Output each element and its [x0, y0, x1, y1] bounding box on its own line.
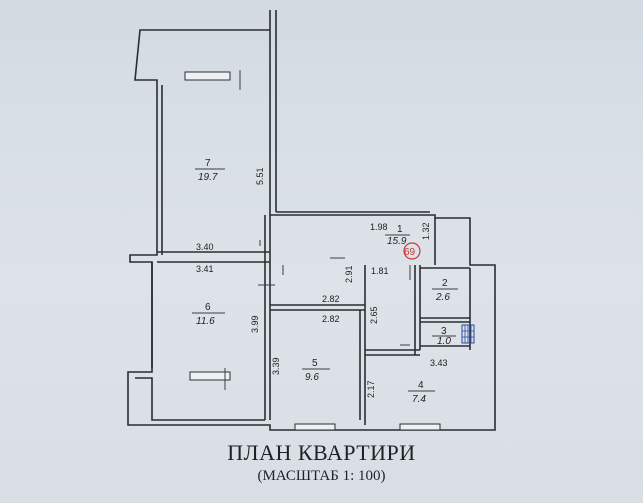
plan-title: ПЛАН КВАРТИРИ — [227, 440, 416, 465]
room-5-area: 9.6 — [305, 372, 319, 383]
room-6-area: 11.6 — [196, 316, 215, 327]
window-room6 — [189, 371, 231, 381]
dim-room6-width: 3.41 — [196, 264, 214, 274]
room-4-area: 7.4 — [412, 394, 426, 405]
room-1-area: 15.9 — [387, 236, 407, 247]
room-7-area: 19.7 — [198, 172, 218, 183]
room-2-number: 2 — [442, 278, 448, 289]
dim-room1-top: 1.98 — [370, 222, 388, 232]
dim-room5-width: 2.82 — [322, 314, 340, 324]
room-3-area: 1.0 — [437, 336, 451, 347]
room-3-number: 3 — [441, 326, 447, 337]
window-room5 — [294, 423, 336, 431]
wall-vertical-left — [264, 215, 271, 420]
plan-scale: (МАСШТАБ 1: 100) — [257, 468, 386, 484]
dim-corridor-height: 2.65 — [369, 306, 379, 324]
outer-wall-inner-line — [135, 10, 277, 421]
wall-7-6 — [157, 251, 270, 263]
dim-room4-height: 2.17 — [366, 380, 376, 398]
hatch-icon — [461, 324, 475, 344]
wall-room4-top — [365, 349, 420, 356]
dim-room7-width: 3.40 — [196, 242, 214, 252]
apartment-number: 69 — [404, 247, 416, 258]
dim-hall-width: 2.82 — [322, 294, 340, 304]
wall-room5-top — [270, 304, 365, 311]
outer-wall — [127, 10, 496, 431]
dim-room1-right: 1.32 — [421, 222, 431, 240]
dim-room7-height: 5.51 — [255, 167, 265, 185]
dim-hall-height: 2.91 — [344, 265, 354, 283]
room-1-number: 1 — [397, 224, 403, 235]
room-7-number: 7 — [205, 158, 211, 169]
room-5-number: 5 — [312, 358, 318, 369]
dim-corridor-width: 1.81 — [371, 266, 389, 276]
wall-room1-right — [434, 218, 471, 350]
window-room4 — [399, 423, 441, 431]
dim-room6-height: 3.99 — [250, 315, 260, 333]
window-room7 — [184, 71, 231, 81]
room-4-number: 4 — [418, 380, 424, 391]
wall-room5-right — [359, 265, 366, 425]
dim-room5-height: 3.39 — [271, 357, 281, 375]
room-2-area: 2.6 — [435, 292, 450, 303]
apartment-number-stamp — [403, 242, 421, 260]
room-6-number: 6 — [205, 302, 211, 313]
dim-room4-width: 3.43 — [430, 358, 448, 368]
wall-wc — [414, 265, 470, 355]
